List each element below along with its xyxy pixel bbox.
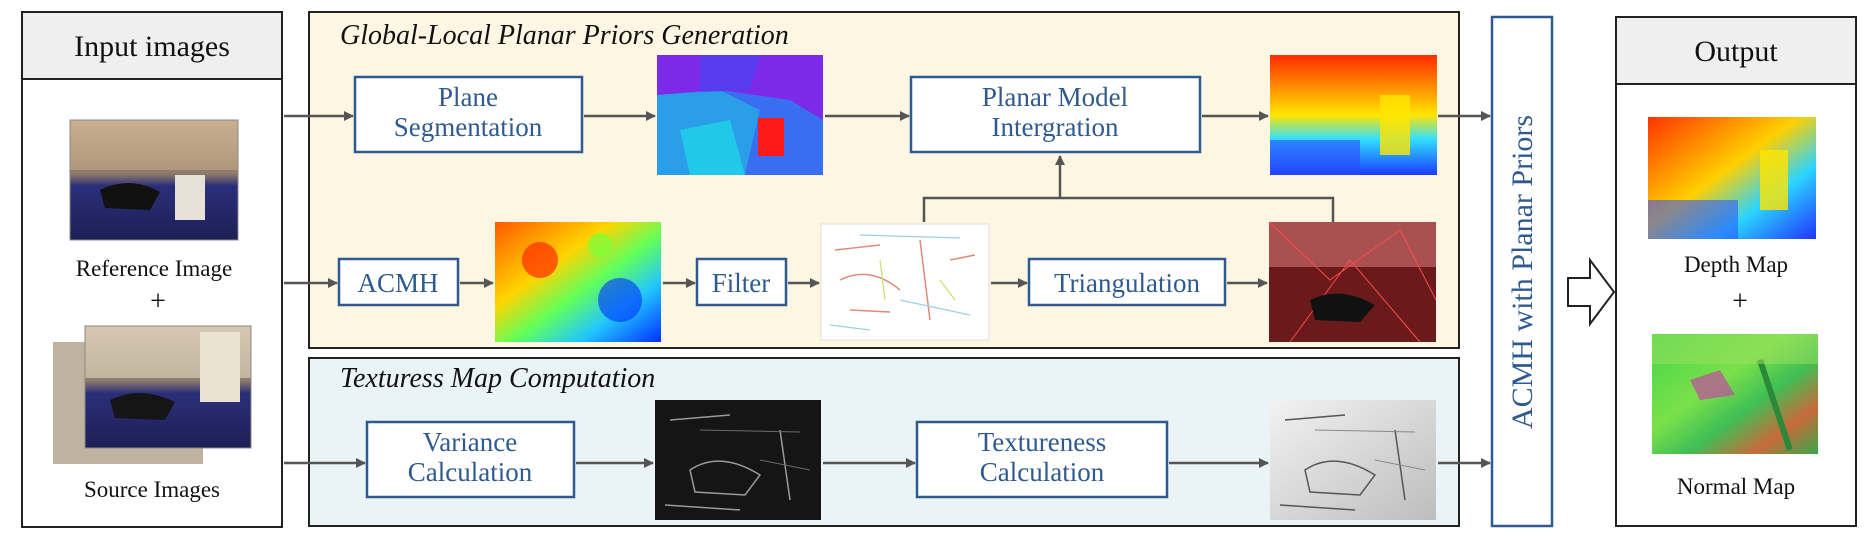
input-panel-title: Input images (74, 30, 230, 63)
textureness-title: Texturess Map Computation (340, 363, 655, 394)
acmh-planar-priors-label: ACMH with Planar Priors (1506, 115, 1539, 429)
acmh-box (337, 257, 460, 307)
triangulation-image (1268, 221, 1437, 343)
input-plus: + (150, 286, 166, 317)
global-local-title: Global-Local Planar Priors Generation (340, 20, 789, 51)
acmh-depth-image (495, 222, 661, 342)
output-panel-header (1615, 16, 1857, 85)
output-panel: Output Depth Map + Normal Map (1615, 16, 1857, 527)
input-panel-header (21, 11, 283, 80)
textureness-image (1270, 400, 1436, 520)
filtered-image (820, 223, 990, 341)
connector-to-planar-model (922, 196, 1335, 222)
normal-map-label: Normal Map (1677, 474, 1795, 499)
reference-image-label: Reference Image (76, 256, 232, 281)
filter-box (695, 257, 788, 307)
triangulation-box (1027, 257, 1227, 307)
source-images-label: Source Images (84, 477, 220, 502)
input-panel: Input images Reference Image + Source Im… (21, 11, 283, 528)
planar-model-box (909, 75, 1202, 154)
variance-line1: Variance (423, 427, 517, 457)
planar-model-line1: Planar Model (982, 82, 1128, 112)
variance-line2: Calculation (408, 457, 533, 487)
planar-model-line2: Intergration (992, 112, 1119, 142)
output-normal-image (1652, 334, 1818, 454)
triangulation-label: Triangulation (1054, 268, 1201, 298)
depth-map-label: Depth Map (1684, 252, 1788, 277)
output-depth-image (1648, 117, 1816, 239)
source-images (53, 325, 252, 464)
output-hollow-arrow (1567, 257, 1616, 327)
filter-label: Filter (712, 268, 771, 298)
arrows (284, 111, 1491, 468)
plane-segmentation-box (353, 75, 584, 154)
output-panel-title: Output (1694, 35, 1778, 68)
segmentation-image (657, 55, 823, 175)
textureness-section: Texturess Map Computation Variance Calcu… (308, 357, 1460, 527)
textureness-box (915, 420, 1169, 499)
acmh-planar-priors-box (1490, 15, 1554, 528)
global-local-section: Global-Local Planar Priors Generation Pl… (308, 11, 1460, 349)
acmh-planar-priors-block: ACMH with Planar Priors (1490, 15, 1554, 528)
planar-depth-image (1270, 55, 1437, 175)
acmh-label: ACMH (357, 268, 438, 298)
output-plus: + (1732, 286, 1748, 317)
textureness-line2: Calculation (980, 457, 1105, 487)
variance-image (655, 400, 821, 520)
reference-image (69, 119, 239, 241)
variance-box (365, 420, 576, 499)
plane-segmentation-line1: Plane (438, 82, 498, 112)
plane-segmentation-line2: Segmentation (394, 112, 543, 142)
textureness-line1: Textureness (978, 427, 1107, 457)
